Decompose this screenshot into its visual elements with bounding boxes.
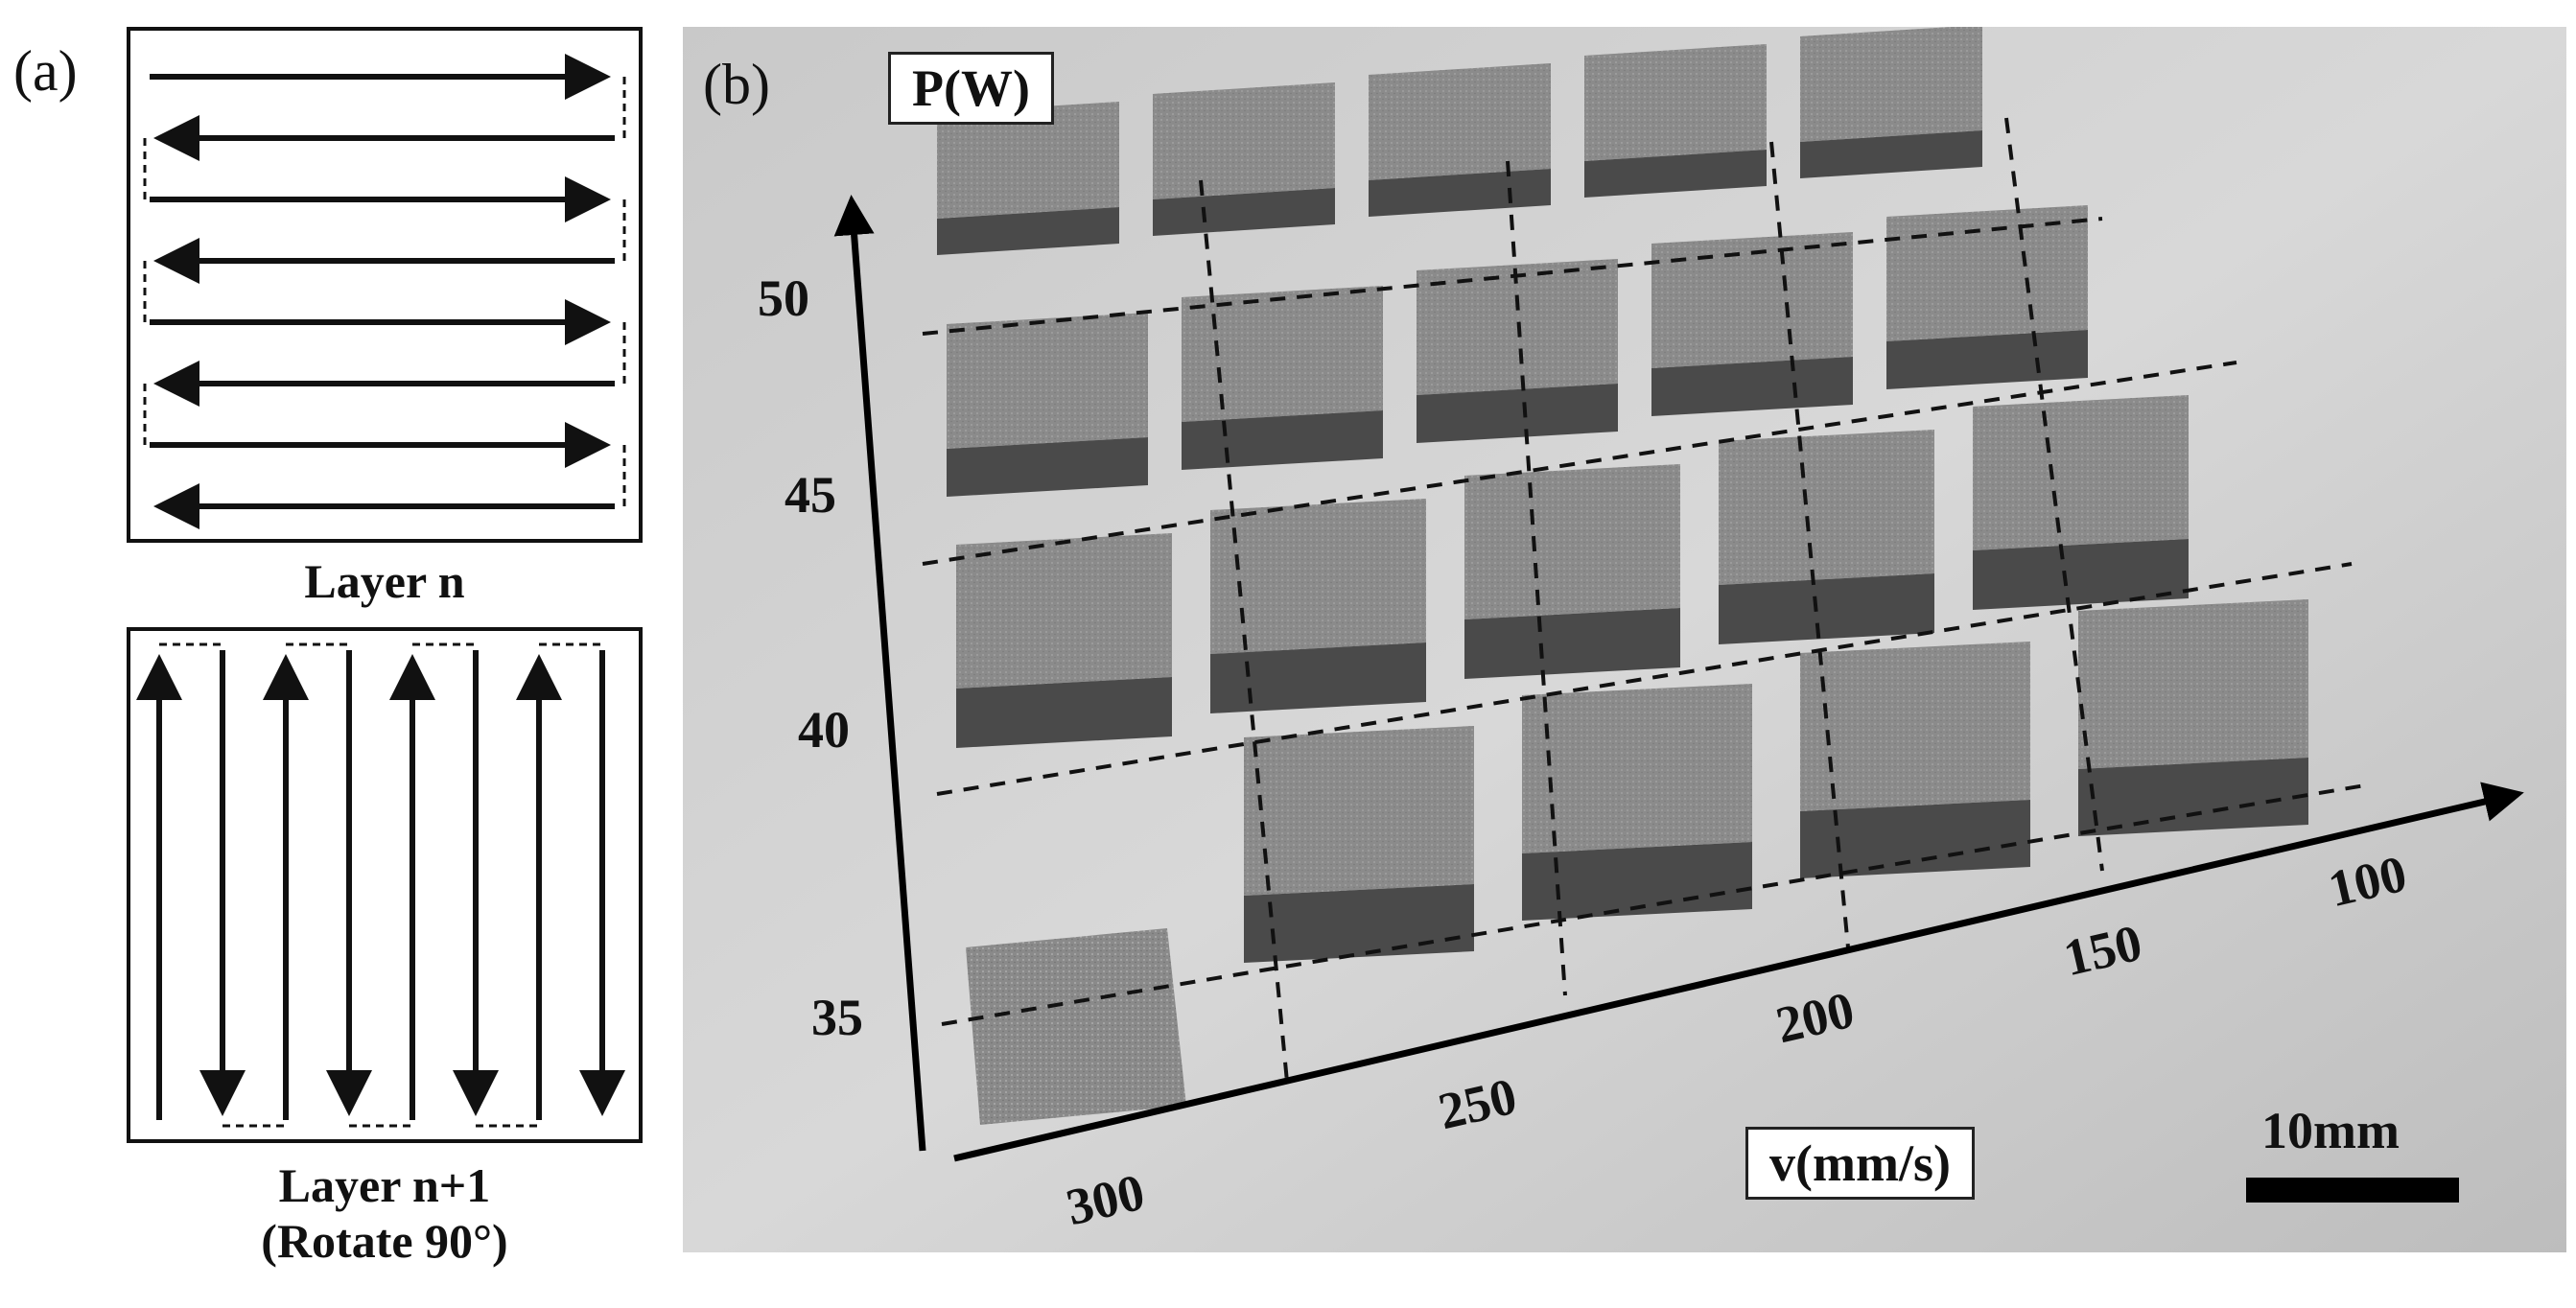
sample-cube-shade: [1153, 82, 1335, 199]
layer-n-caption: Layer n: [304, 554, 465, 608]
sample-cube-top: [947, 313, 1148, 449]
power-tick-35: 35: [811, 989, 863, 1046]
sample-cube-side: [1651, 357, 1853, 416]
sample-cube-shade: [1800, 642, 2030, 811]
sample-cube-shade: [947, 313, 1148, 449]
sample-cube-side: [1800, 130, 1982, 178]
speed-axis-label: v(mm/s): [1745, 1127, 1975, 1200]
sample-cube-side: [1973, 539, 2189, 610]
layer-n1-scan-box: [127, 627, 643, 1143]
sample-cube-top: [1973, 395, 2189, 550]
sample-cube-shade: [1719, 430, 1934, 585]
sample-cube-shade: [937, 102, 1119, 219]
sample-cube-side: [947, 437, 1148, 497]
vertical-scan-arrows: [136, 642, 625, 1128]
layer-n1-caption-line2: (Rotate 90°): [261, 1213, 508, 1268]
sample-cube-shade: [1584, 44, 1767, 161]
sample-cube-top: [1182, 286, 1383, 422]
sample-cube-top: [2078, 599, 2308, 769]
sample-cube-top: [1464, 464, 1680, 619]
sample-photo: [683, 27, 2566, 1252]
sample-cube-side: [1210, 642, 1426, 713]
sample-cube-side: [1584, 150, 1767, 198]
sample-cube-side: [1719, 573, 1934, 644]
sample-cube-side: [937, 207, 1119, 255]
panel-b-label: (b): [703, 53, 770, 116]
sample-cube-side: [956, 677, 1172, 748]
sample-cube-shade: [2078, 599, 2308, 769]
sample-cube-top: [1886, 205, 2088, 341]
panel-a-label: (a): [13, 39, 78, 103]
sample-cube-side: [1153, 188, 1335, 236]
power-tick-50: 50: [758, 269, 809, 327]
sample-cube-top: [1369, 63, 1551, 180]
sample-cube-shade: [1800, 27, 1982, 142]
sample-cube-side: [1182, 410, 1383, 470]
horizontal-scan-arrows: [143, 54, 626, 529]
sample-cube-top: [1800, 27, 1982, 142]
sample-cube-top: [1584, 44, 1767, 161]
sample-cube-top: [1210, 499, 1426, 654]
sample-cube-shade: [1369, 63, 1551, 180]
sample-cube-side: [1244, 884, 1474, 963]
power-tick-40: 40: [798, 701, 850, 759]
scale-bar-label: 10mm: [2261, 1102, 2400, 1159]
sample-cube-top: [1651, 232, 1853, 368]
sample-cube-shade: [956, 533, 1172, 689]
layer-n-scan-box: [127, 27, 643, 543]
sample-cube-top: [1719, 430, 1934, 585]
sample-cube-top: [1153, 82, 1335, 199]
sample-cube-shade: [1886, 205, 2088, 341]
sample-cube-shade: [1464, 464, 1680, 619]
sample-cube-shade: [1522, 684, 1752, 853]
sample-cube-shade: [1182, 286, 1383, 422]
sample-cube: [966, 928, 1186, 1125]
sample-cube-side: [1417, 384, 1618, 443]
layer-n1-caption: Layer n+1 (Rotate 90°): [127, 1158, 643, 1269]
sample-cube-side: [1464, 608, 1680, 679]
sample-cube-side: [2078, 758, 2308, 836]
power-tick-45: 45: [785, 466, 836, 524]
sample-cube-top: [1800, 642, 2030, 811]
sample-cube-shade: [1244, 726, 1474, 896]
sample-grid-illustration: [683, 27, 2566, 1252]
sample-cube-shade: [1210, 499, 1426, 654]
sample-cube-top: [956, 533, 1172, 689]
sample-cube-shade: [1973, 395, 2189, 550]
layer-n1-caption-line1: Layer n+1: [278, 1158, 491, 1212]
sample-cube-side: [1369, 169, 1551, 217]
power-axis-label: P(W): [888, 52, 1054, 125]
sample-cube-side: [1886, 330, 2088, 389]
sample-cube-shade: [1651, 232, 1853, 368]
sample-cube-top: [937, 102, 1119, 219]
